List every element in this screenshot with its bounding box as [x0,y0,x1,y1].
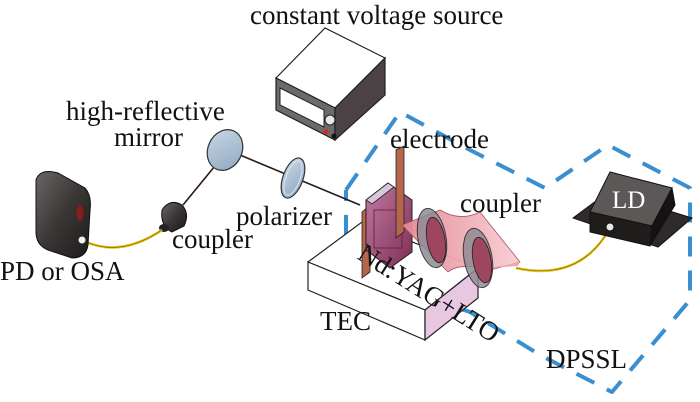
label-dpssl: DPSSL [546,344,627,374]
label-mirror-line2: mirror [114,122,183,152]
label-voltage-source: constant voltage source [250,0,503,30]
right-fiber [515,227,612,273]
electro-optic-crystal [361,145,413,279]
right-coupler [416,207,494,289]
label-detector: PD or OSA [0,256,125,286]
label-coupler-left: coupler [172,224,253,254]
label-mirror-line1: high-reflective [66,96,225,126]
label-coupler-right: coupler [460,188,541,218]
terminal-icon [331,133,337,139]
detector-device [35,171,91,259]
label-electrode: electrode [390,124,489,154]
label-laser-diode: LD [612,187,645,214]
knob-icon [324,114,336,126]
high-reflective-mirror [206,129,244,171]
fiber-port-icon [605,222,615,232]
voltage-source [274,27,387,142]
label-tec: TEC [320,306,371,336]
polarizer [280,157,306,199]
label-polarizer: polarizer [236,201,332,231]
left-fiber [83,228,163,249]
detector-aperture-icon [76,205,84,221]
laser-diode-module [571,171,694,248]
power-led-icon [323,129,329,135]
